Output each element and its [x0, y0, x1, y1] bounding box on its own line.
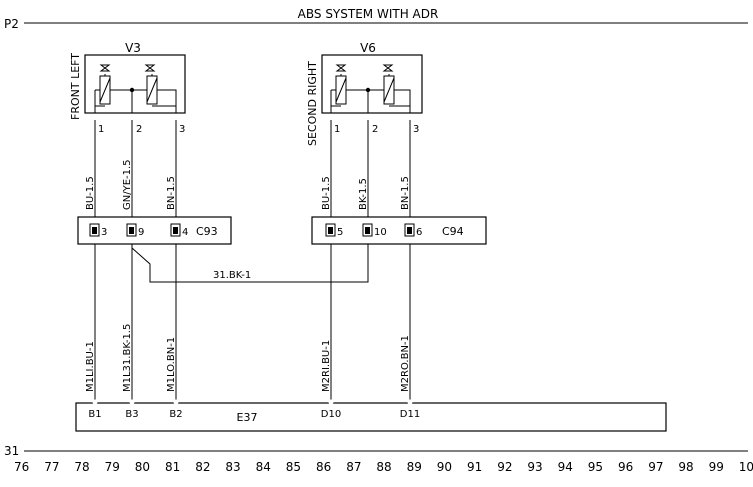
connector-c93[interactable] [77, 216, 232, 245]
c94-pin-5: 5 [337, 227, 343, 238]
e37-pin-b2: B2 [169, 409, 182, 420]
ruler: 76 77 78 79 80 81 82 83 84 85 86 87 88 89 90 91 92 93 94 95… [14, 460, 753, 474]
ruler-number: 79 [105, 460, 120, 474]
v3-label: V3 [125, 41, 141, 55]
wire-label-v3-3: BN-1.5 [166, 176, 177, 210]
ruler-number: 99 [709, 460, 724, 474]
ruler-number: 92 [497, 460, 512, 474]
v6-pin-2: 2 [372, 124, 378, 135]
wire-label-b3: M1L31.BK-1.5 [122, 324, 133, 392]
v6-pin-1: 1 [334, 124, 340, 135]
ruler-number: 83 [225, 460, 240, 474]
connector-c94[interactable] [311, 216, 487, 245]
wire-label-v3-2: GN/YE-1.5 [122, 159, 133, 210]
e37-label: E37 [237, 411, 258, 424]
ruler-number: 90 [437, 460, 452, 474]
wire-label-v6-1: BU-1.5 [321, 176, 332, 210]
ruler-number: 91 [467, 460, 482, 474]
ruler-number: 96 [618, 460, 633, 474]
e37-pin-d11: D11 [400, 409, 420, 420]
c94-pin-6: 6 [416, 227, 422, 238]
wire-label-d10: M2RI.BU-1 [321, 340, 332, 392]
ruler-number: 84 [256, 460, 271, 474]
wire-label-d11: M2RO.BN-1 [400, 335, 411, 392]
c94-pin-10: 10 [374, 227, 387, 238]
ruler-number: 93 [527, 460, 542, 474]
e37-pin-d10: D10 [321, 409, 341, 420]
module-e37[interactable] [75, 402, 667, 432]
c93-pin-4: 4 [182, 227, 188, 238]
ruler-number: 77 [44, 460, 59, 474]
ruler-number: 98 [678, 460, 693, 474]
wire-label-v3-1: BU-1.5 [85, 176, 96, 210]
ruler-number: 100 [739, 460, 753, 474]
ruler-number: 94 [558, 460, 573, 474]
ruler-number: 88 [376, 460, 391, 474]
ruler-number: 82 [195, 460, 210, 474]
v6-pins: 1 2 3 [328, 114, 419, 135]
v3-pins: 1 2 3 [92, 114, 185, 135]
ruler-number: 85 [286, 460, 301, 474]
jumper-wire-label: 31.BK-1 [213, 270, 251, 281]
v3-position-label: FRONT LEFT [69, 53, 82, 120]
v3-pin-3: 3 [179, 124, 185, 135]
v6-solenoid-symbols [330, 64, 411, 113]
v3-pin-1: 1 [98, 124, 104, 135]
c93-label: C93 [196, 225, 218, 238]
diagram-title: ABS SYSTEM WITH ADR [298, 7, 439, 21]
lower-wires [94, 244, 411, 400]
ruler-number: 86 [316, 460, 331, 474]
wire-label-v6-3: BN-1.5 [400, 176, 411, 210]
v6-pin-3: 3 [413, 124, 419, 135]
upper-wires [94, 120, 411, 224]
v6-label: V6 [360, 41, 376, 55]
ruler-number: 95 [588, 460, 603, 474]
v6-position-label: SECOND RIGHT [306, 61, 319, 146]
ruler-number: 80 [135, 460, 150, 474]
c93-terminals [89, 223, 181, 237]
wire-label-b1: M1LI.BU-1 [85, 341, 96, 392]
v3-solenoid-symbols [94, 64, 177, 113]
c94-terminals [325, 223, 415, 237]
ground-ref-label: 31 [4, 444, 19, 458]
e37-pin-b3: B3 [125, 409, 138, 420]
v3-pin-2: 2 [136, 124, 142, 135]
ruler-number: 89 [407, 460, 422, 474]
ruler-number: 81 [165, 460, 180, 474]
ruler-number: 76 [14, 460, 29, 474]
ruler-number: 87 [346, 460, 361, 474]
wire-label-v6-2: BK-1.5 [358, 178, 369, 210]
ruler-number: 78 [74, 460, 89, 474]
e37-pin-b1: B1 [88, 409, 101, 420]
wire-label-b2: M1LO.BN-1 [166, 337, 177, 392]
c94-label: C94 [442, 225, 464, 238]
c93-pin-3: 3 [101, 227, 107, 238]
e37-pins [92, 399, 413, 405]
ruler-number: 97 [648, 460, 663, 474]
c93-pin-9: 9 [138, 227, 144, 238]
page-ref-label: P2 [4, 17, 19, 31]
